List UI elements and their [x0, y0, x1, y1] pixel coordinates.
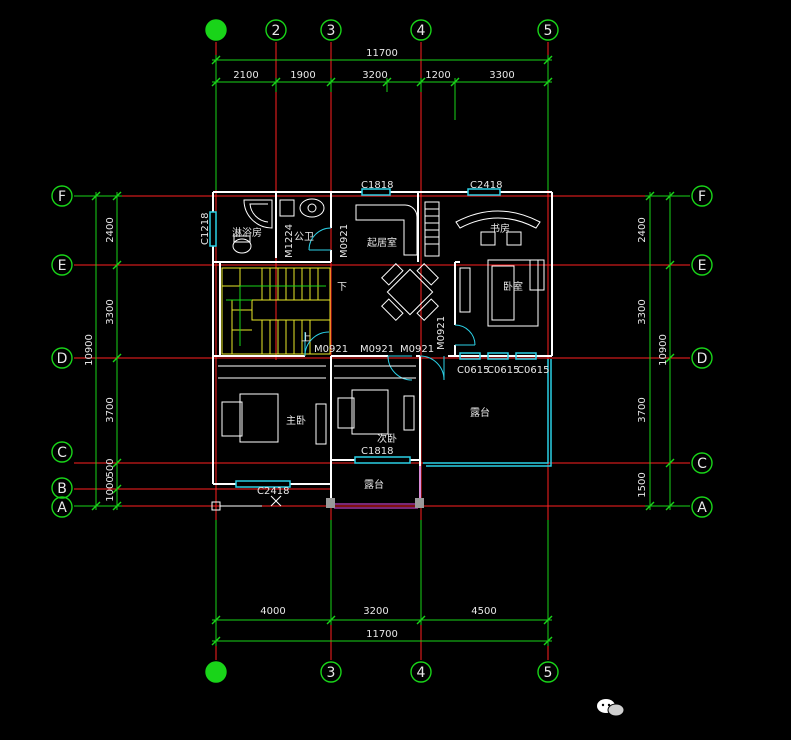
grid-label-left-A: A [57, 500, 67, 516]
room-terrace: 露台 [470, 406, 490, 419]
room-master: 主卧 [286, 414, 306, 427]
grid-label-top-4: 4 [417, 23, 426, 39]
grid-label-right-A: A [697, 500, 707, 516]
room-balcony: 露台 [364, 478, 384, 491]
label-c1818-top: C1818 [361, 180, 393, 191]
stair-arrow [226, 285, 326, 346]
dim-top-seg-5: 3300 [489, 70, 514, 81]
room-bedroom: 卧室 [503, 280, 523, 293]
grid-label-right-E: E [698, 258, 707, 274]
grid-label-right-D: D [697, 351, 708, 367]
grid-label-bottom-5: 5 [544, 665, 553, 681]
grid-label-left-B: B [57, 481, 67, 497]
label-m0921-study: M0921 [436, 316, 447, 350]
room-study: 书房 [490, 222, 510, 235]
dim-left-seg-3: 3700 [105, 397, 116, 422]
room-living: 起居室 [367, 236, 397, 249]
label-c0615-1: C0615 [457, 365, 489, 376]
label-c1818-bottom: C1818 [361, 446, 393, 457]
dim-left-total: 10900 [84, 334, 95, 366]
balcony-rail [334, 466, 421, 509]
grid-label-top-3: 3 [327, 23, 336, 39]
grid-label-bottom-3: 3 [327, 665, 336, 681]
label-m0921-d1: M0921 [314, 344, 348, 355]
dim-left-seg-2: 3300 [105, 299, 116, 324]
grid-label-bottom-4: 4 [417, 665, 426, 681]
label-m0921-d2: M0921 [360, 344, 394, 355]
wechat-logo-icon [597, 699, 625, 717]
balcony-column-right [415, 498, 424, 508]
label-c2418-bottom: C2418 [257, 486, 289, 497]
dim-bottom-total: 11700 [366, 629, 398, 640]
label-c2418-top: C2418 [470, 180, 502, 191]
grid-label-left-C: C [57, 445, 67, 461]
room-shower: 淋浴房 [232, 226, 262, 239]
dim-bottom-seg-3: 4500 [471, 606, 496, 617]
dim-top-seg-3: 3200 [362, 70, 387, 81]
grid-label-top-5: 5 [544, 23, 553, 39]
label-c0615-3: C0615 [517, 365, 549, 376]
dim-top-seg-4: 1200 [425, 70, 450, 81]
dim-right-seg-1: 2400 [637, 217, 648, 242]
label-c1218: C1218 [200, 213, 211, 245]
dim-right-seg-3: 3700 [637, 397, 648, 422]
dim-left-seg-5: 500 [105, 458, 116, 477]
stair-up: 上 [301, 332, 311, 344]
dimension-ticks [91, 55, 675, 646]
staircase [221, 267, 331, 355]
grid-label-left-E: E [58, 258, 67, 274]
grid-label-top-2: 2 [272, 23, 281, 39]
windows [209, 188, 552, 488]
balcony-column-left [326, 498, 335, 508]
dim-top-seg-1: 2100 [233, 70, 258, 81]
dim-right-seg-2: 3300 [637, 299, 648, 324]
dim-bottom-seg-1: 4000 [260, 606, 285, 617]
furniture [218, 198, 545, 445]
axis-lines [74, 42, 690, 660]
dim-left-seg-4: 1000 [105, 476, 116, 501]
doors [304, 227, 476, 381]
dim-right-total: 10900 [658, 334, 669, 366]
stair-down: 下 [337, 282, 347, 293]
label-m1224: M1224 [284, 224, 295, 258]
dim-bottom-seg-2: 3200 [363, 606, 388, 617]
grid-label-right-F: F [698, 189, 706, 205]
dim-right-seg-4: 1500 [637, 472, 648, 497]
grid-label-left-D: D [57, 351, 68, 367]
dim-top-total: 11700 [366, 48, 398, 59]
grid-label-left-F: F [58, 189, 66, 205]
dim-left-seg-1: 2400 [105, 217, 116, 242]
label-c0615-2: C0615 [487, 365, 519, 376]
grid-bubbles [51, 19, 713, 683]
room-toilet: 公卫 [294, 232, 314, 243]
grid-label-right-C: C [697, 456, 707, 472]
dim-top-seg-2: 1900 [290, 70, 315, 81]
dimension-lines [74, 55, 690, 646]
room-second: 次卧 [377, 432, 397, 445]
label-m0921-d3: M0921 [400, 344, 434, 355]
label-m0921-living: M0921 [339, 224, 350, 258]
walls [212, 191, 553, 500]
